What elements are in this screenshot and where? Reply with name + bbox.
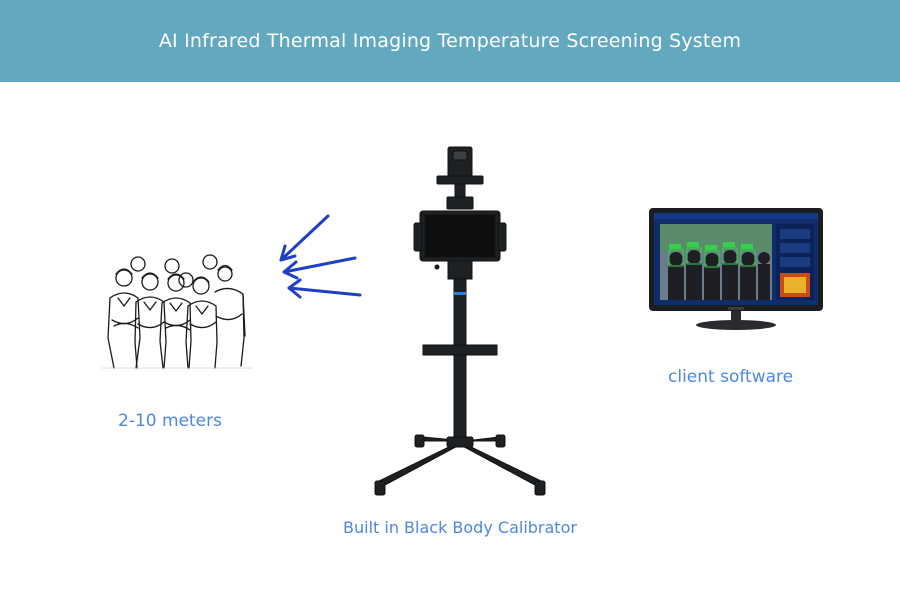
page-title: AI Infrared Thermal Imaging Temperature … xyxy=(158,30,742,52)
header-banner: AI Infrared Thermal Imaging Temperature … xyxy=(0,0,900,82)
client-software-label: client software xyxy=(668,367,794,387)
distance-label: 2-10 meters xyxy=(118,411,222,431)
people-group-icon xyxy=(101,254,253,369)
monitor-icon xyxy=(649,208,823,330)
kiosk-stand-icon xyxy=(374,146,546,496)
signal-arrows-icon xyxy=(279,214,362,299)
calibrator-label: Built in Black Body Calibrator xyxy=(343,518,577,537)
